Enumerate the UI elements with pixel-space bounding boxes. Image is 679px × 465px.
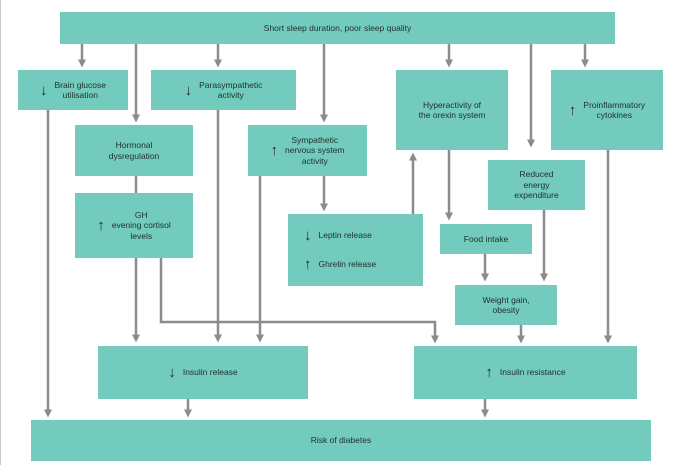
up-arrow-icon: ↑ — [304, 256, 312, 273]
leptin-release-label: Leptin release — [318, 230, 372, 241]
node-weight-gain: Weight gain, obesity — [455, 285, 557, 325]
node-orexin: Hyperactivity of the orexin system — [396, 70, 508, 150]
node-leptin-ghrelin: ↓ Leptin release ↑ Ghrelin release — [288, 214, 423, 286]
node-proinflammatory: ↑ Proinflammatory cytokines — [551, 70, 663, 150]
node-insulin-release-label: Insulin release — [182, 367, 238, 378]
down-arrow-icon: ↓ — [304, 227, 312, 244]
node-sympathetic-label: Sympathetic nervous system activity — [284, 134, 345, 166]
down-arrow-icon: ↓ — [168, 364, 176, 381]
node-risk-of-diabetes-label: Risk of diabetes — [310, 435, 372, 446]
node-insulin-release: ↓ Insulin release — [98, 346, 308, 399]
node-reduced-energy-label: Reduced energy expenditure — [514, 169, 559, 201]
node-brain-glucose: ↓ Brain glucose utilisation — [18, 70, 128, 110]
down-arrow-icon: ↓ — [39, 81, 48, 99]
up-arrow-icon: ↑ — [485, 364, 493, 381]
down-arrow-icon: ↓ — [184, 81, 193, 99]
node-gh: ↑ GH evening cortisol levels — [75, 193, 193, 258]
node-brain-glucose-label: Brain glucose utilisation — [54, 79, 106, 101]
up-arrow-icon: ↑ — [568, 101, 577, 119]
up-arrow-icon: ↑ — [270, 142, 278, 159]
node-parasympathetic: ↓ Parasympathetic activity — [151, 70, 296, 110]
node-proinflammatory-label: Proinflammatory cytokines — [583, 99, 646, 121]
node-risk-of-diabetes: Risk of diabetes — [31, 420, 651, 461]
node-hormonal-label: Hormonal dysregulation — [108, 140, 160, 161]
arrow-gh-to-insulin-resistance — [159, 258, 439, 344]
node-insulin-resistance-label: Insulin resistance — [499, 367, 566, 378]
left-border — [0, 0, 1, 465]
node-orexin-label: Hyperactivity of the orexin system — [418, 99, 486, 121]
node-insulin-resistance: ↑ Insulin resistance — [414, 346, 637, 399]
node-reduced-energy: Reduced energy expenditure — [488, 160, 585, 210]
node-sleep: Short sleep duration, poor sleep quality — [60, 12, 615, 44]
node-gh-label: GH evening cortisol levels — [111, 209, 171, 241]
node-weight-gain-label: Weight gain, obesity — [482, 294, 530, 316]
ghrelin-release-label: Ghrelin release — [318, 259, 377, 270]
node-hormonal: Hormonal dysregulation — [75, 125, 193, 176]
up-arrow-icon: ↑ — [97, 217, 105, 234]
node-parasympathetic-label: Parasympathetic activity — [199, 79, 263, 101]
node-sleep-label: Short sleep duration, poor sleep quality — [263, 22, 412, 33]
node-sympathetic: ↑ Sympathetic nervous system activity — [248, 125, 367, 176]
node-food-intake: Food intake — [440, 224, 532, 254]
node-food-intake-label: Food intake — [463, 233, 509, 244]
